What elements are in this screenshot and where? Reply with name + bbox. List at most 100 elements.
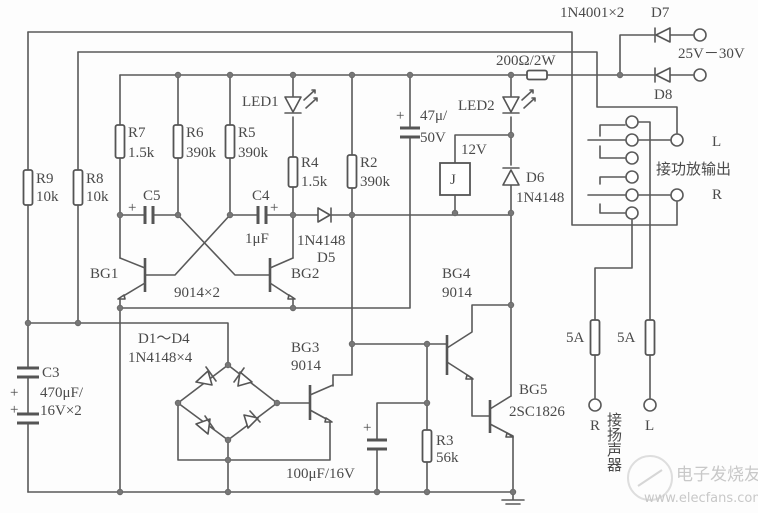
- wire-cross-2: [144, 214, 231, 276]
- label-d7: D7: [651, 5, 670, 21]
- supply-terminal-top[interactable]: [693, 28, 707, 42]
- label-r6-ref: R6: [186, 125, 204, 141]
- label-r2-ref: R2: [360, 155, 378, 171]
- label-r6-value: 390k: [186, 145, 217, 161]
- wires: [27, 31, 694, 505]
- diodes: [177, 27, 671, 441]
- label-led2: LED2: [458, 98, 495, 114]
- amp-input-terminal-r[interactable]: [670, 188, 684, 202]
- watermark: 电子发烧友 www.elecfans.com: [627, 455, 758, 506]
- label-c4: C4: [252, 188, 270, 204]
- label-bg5-ref: BG5: [519, 382, 547, 398]
- wire-bg3-emitter: [177, 402, 331, 461]
- label-c3-value-2: 16V×2: [40, 403, 82, 419]
- relay-contact: [625, 206, 639, 220]
- label-r3-value: 56k: [436, 450, 459, 466]
- transistors: [117, 257, 514, 438]
- label-r5-ref: R5: [238, 125, 256, 141]
- relay-contact: [625, 170, 639, 184]
- label-d5-ref: D5: [317, 250, 335, 266]
- fuse-left: [644, 319, 656, 356]
- terminals: [588, 28, 707, 412]
- diode-d7: [654, 27, 671, 43]
- label-r9-ref: R9: [36, 171, 54, 187]
- label-c-filter-1: 47μ/: [420, 108, 448, 124]
- label-c4-value: 1μF: [245, 231, 269, 247]
- capacitors: [17, 126, 420, 451]
- label-d8: D8: [654, 87, 672, 103]
- label-fuse-left: 5A: [617, 330, 636, 346]
- speaker-terminal-l[interactable]: [643, 398, 657, 412]
- wire-contact-r: [594, 219, 633, 399]
- label-bridge-part: 1N4148×4: [128, 350, 193, 366]
- label-relay-voltage: 12V: [461, 142, 487, 158]
- label-r8-value: 10k: [86, 189, 109, 205]
- resistor-r5: [224, 124, 236, 159]
- label-r7-ref: R7: [128, 125, 146, 141]
- capacitor-47u: [400, 126, 420, 139]
- label-r5-value: 390k: [238, 145, 269, 161]
- amp-input-terminal-l[interactable]: [670, 133, 684, 147]
- label-power-resistor: 200Ω/2W: [496, 53, 556, 69]
- led2: [502, 89, 536, 114]
- label-led1: LED1: [242, 94, 279, 110]
- label-c5: C5: [143, 188, 161, 204]
- diode-d5: [317, 207, 332, 223]
- speaker-terminal-r[interactable]: [588, 398, 602, 412]
- label-c-filter-2: 50V: [420, 130, 446, 146]
- capacitor-c3a: [17, 366, 39, 379]
- wire-bias: [27, 322, 229, 366]
- watermark-logo-icon: [627, 455, 673, 501]
- diode-d8: [654, 67, 671, 83]
- capacitor-100u: [367, 438, 387, 451]
- label-bg2: BG2: [291, 266, 319, 282]
- label-c3a-plus: +: [10, 385, 18, 401]
- label-bg4-ref: BG4: [442, 266, 471, 282]
- capacitor-c5: [143, 206, 155, 224]
- label-bg5-part: 2SC1826: [509, 404, 565, 420]
- label-c4-plus: +: [270, 200, 278, 216]
- label-pair-part: 9014×2: [174, 285, 220, 301]
- label-r3-ref: R3: [436, 433, 454, 449]
- label-bg4-part: 9014: [442, 285, 473, 301]
- label-c-base-plus: +: [363, 420, 371, 436]
- relay-contact: [625, 115, 639, 129]
- resistor-r4: [287, 156, 299, 188]
- relay-contact: [625, 133, 639, 147]
- transistor-bg4: [445, 335, 474, 380]
- wire-contact-l: [638, 121, 651, 399]
- label-r8-ref: R8: [86, 171, 104, 187]
- resistor-r6: [172, 124, 184, 159]
- resistors: [22, 69, 656, 463]
- wire-bg5: [489, 395, 514, 493]
- label-c3: C3: [42, 365, 60, 381]
- resistor-r9: [22, 169, 34, 206]
- resistor-200ohm: [526, 69, 548, 81]
- capacitor-c4: [256, 206, 268, 224]
- label-speaker-output: 接扬声器: [605, 412, 623, 472]
- diode-d6: [502, 167, 520, 186]
- label-c-filter-plus: +: [396, 108, 404, 124]
- resistor-r8: [72, 169, 84, 206]
- label-relay: J: [450, 172, 456, 188]
- wire-cross-1: [177, 214, 271, 276]
- resistor-r2: [346, 154, 358, 189]
- label-speaker-l: L: [645, 418, 654, 434]
- resistor-r7: [114, 124, 126, 159]
- led1: [284, 89, 318, 114]
- label-bg1: BG1: [90, 266, 118, 282]
- watermark-logo-mark: [637, 469, 663, 487]
- relay-coil-j: [439, 162, 471, 196]
- capacitor-c3b: [17, 412, 39, 425]
- wire-emitter-line: [119, 74, 411, 493]
- watermark-url: www.elecfans.com: [644, 491, 758, 506]
- label-bg3-part: 9014: [291, 358, 322, 374]
- label-speaker-r: R: [590, 418, 600, 434]
- label-c3b-plus: +: [10, 402, 18, 418]
- supply-terminal-bottom[interactable]: [693, 68, 707, 82]
- labels: R9 10k R8 10k R7 1.5k R6 390k R5 390k R4…: [10, 5, 745, 482]
- label-amp-r: R: [712, 187, 722, 203]
- label-d6-part: 1N4148: [516, 190, 564, 206]
- wire-r2: [332, 74, 353, 387]
